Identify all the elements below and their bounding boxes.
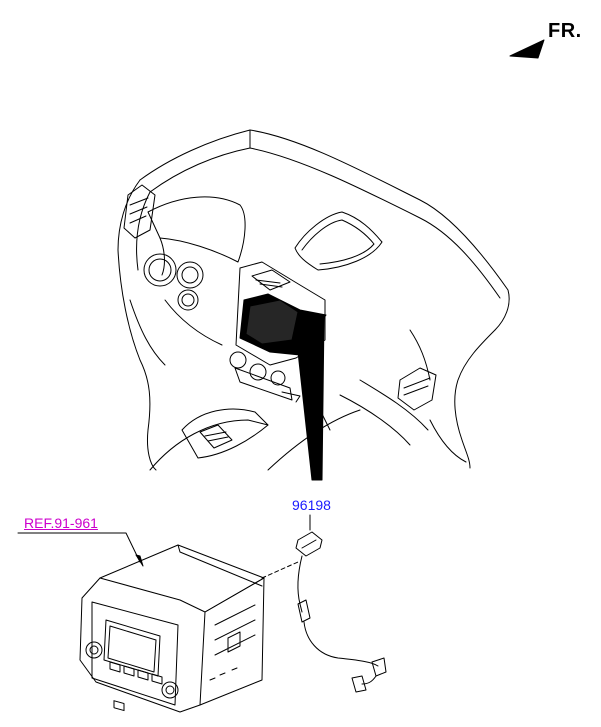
front-arrow-icon — [509, 39, 545, 59]
part-number-label[interactable]: 96198 — [292, 497, 331, 513]
dashboard-illustration — [117, 129, 510, 481]
front-direction-label: FR. — [548, 20, 582, 42]
audio-head-unit — [79, 544, 299, 713]
antenna-cable — [295, 514, 387, 693]
ref-leader-line — [17, 532, 144, 567]
reference-label[interactable]: REF.91-961 — [24, 515, 98, 531]
